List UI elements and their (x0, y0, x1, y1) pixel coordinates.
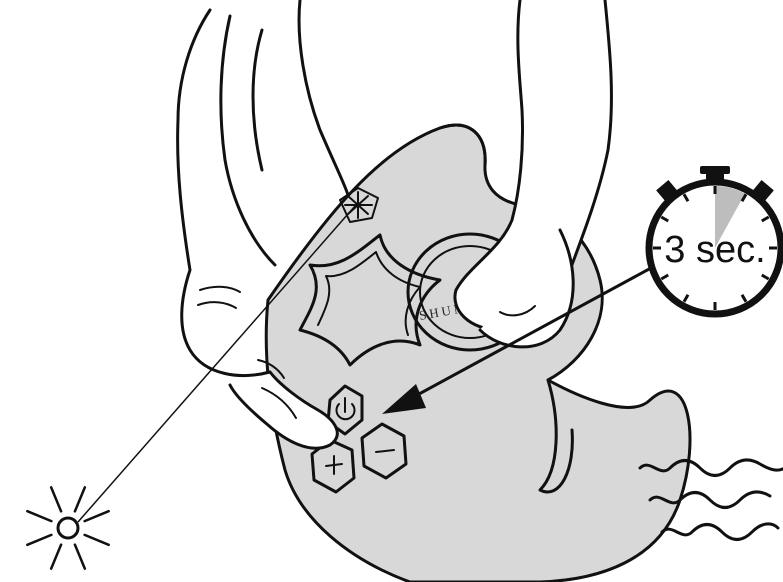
light-ray (85, 511, 109, 521)
light-burst-icon (27, 487, 108, 568)
light-ray (27, 535, 51, 545)
light-ray (85, 535, 109, 545)
light-ray (27, 511, 51, 521)
light-ray (75, 545, 85, 569)
timer-label: 3 sec. (664, 229, 765, 271)
light-ray (75, 487, 85, 511)
stopwatch-icon: 3 sec. (649, 166, 781, 314)
light-ray (51, 487, 61, 511)
device-body: SHUN (266, 125, 690, 582)
light-ray (51, 545, 61, 569)
